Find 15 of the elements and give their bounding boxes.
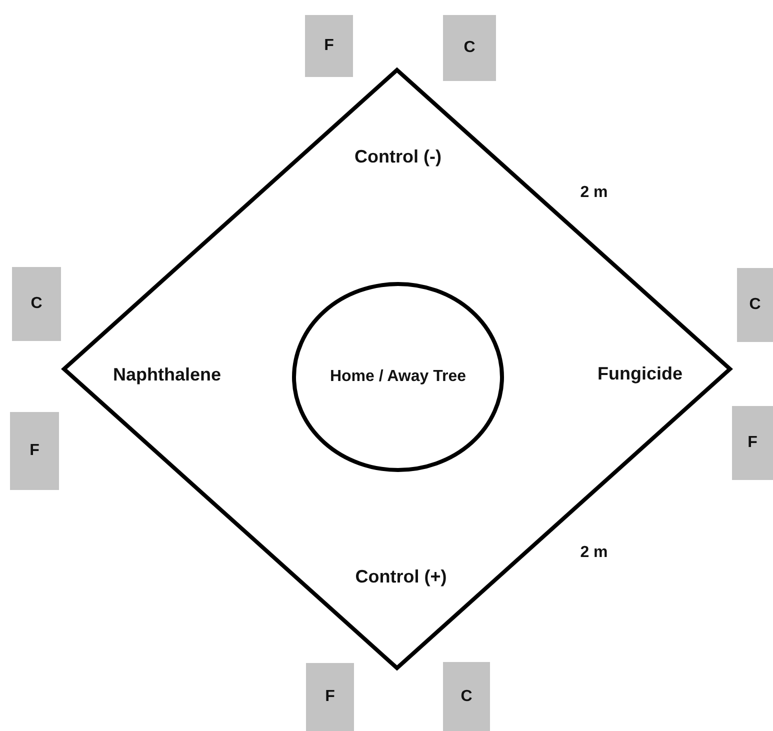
distance-label: 2 m — [580, 184, 608, 202]
plot-marker: F — [306, 663, 354, 731]
plot-marker: F — [732, 406, 773, 480]
treatment-label: Naphthalene — [112, 364, 222, 386]
treatment-label: Control (-) — [354, 146, 442, 168]
plot-marker: C — [443, 662, 490, 731]
treatment-label: Control (+) — [355, 566, 447, 588]
plot-marker: C — [12, 267, 61, 341]
plot-marker: F — [305, 15, 353, 77]
treatment-label: Fungicide — [598, 364, 682, 384]
plot-marker: C — [737, 268, 773, 342]
tree-label: Home / Away Tree — [328, 368, 468, 386]
plot-marker: F — [10, 412, 59, 490]
distance-label: 2 m — [580, 544, 608, 562]
plot-marker: C — [443, 15, 496, 81]
